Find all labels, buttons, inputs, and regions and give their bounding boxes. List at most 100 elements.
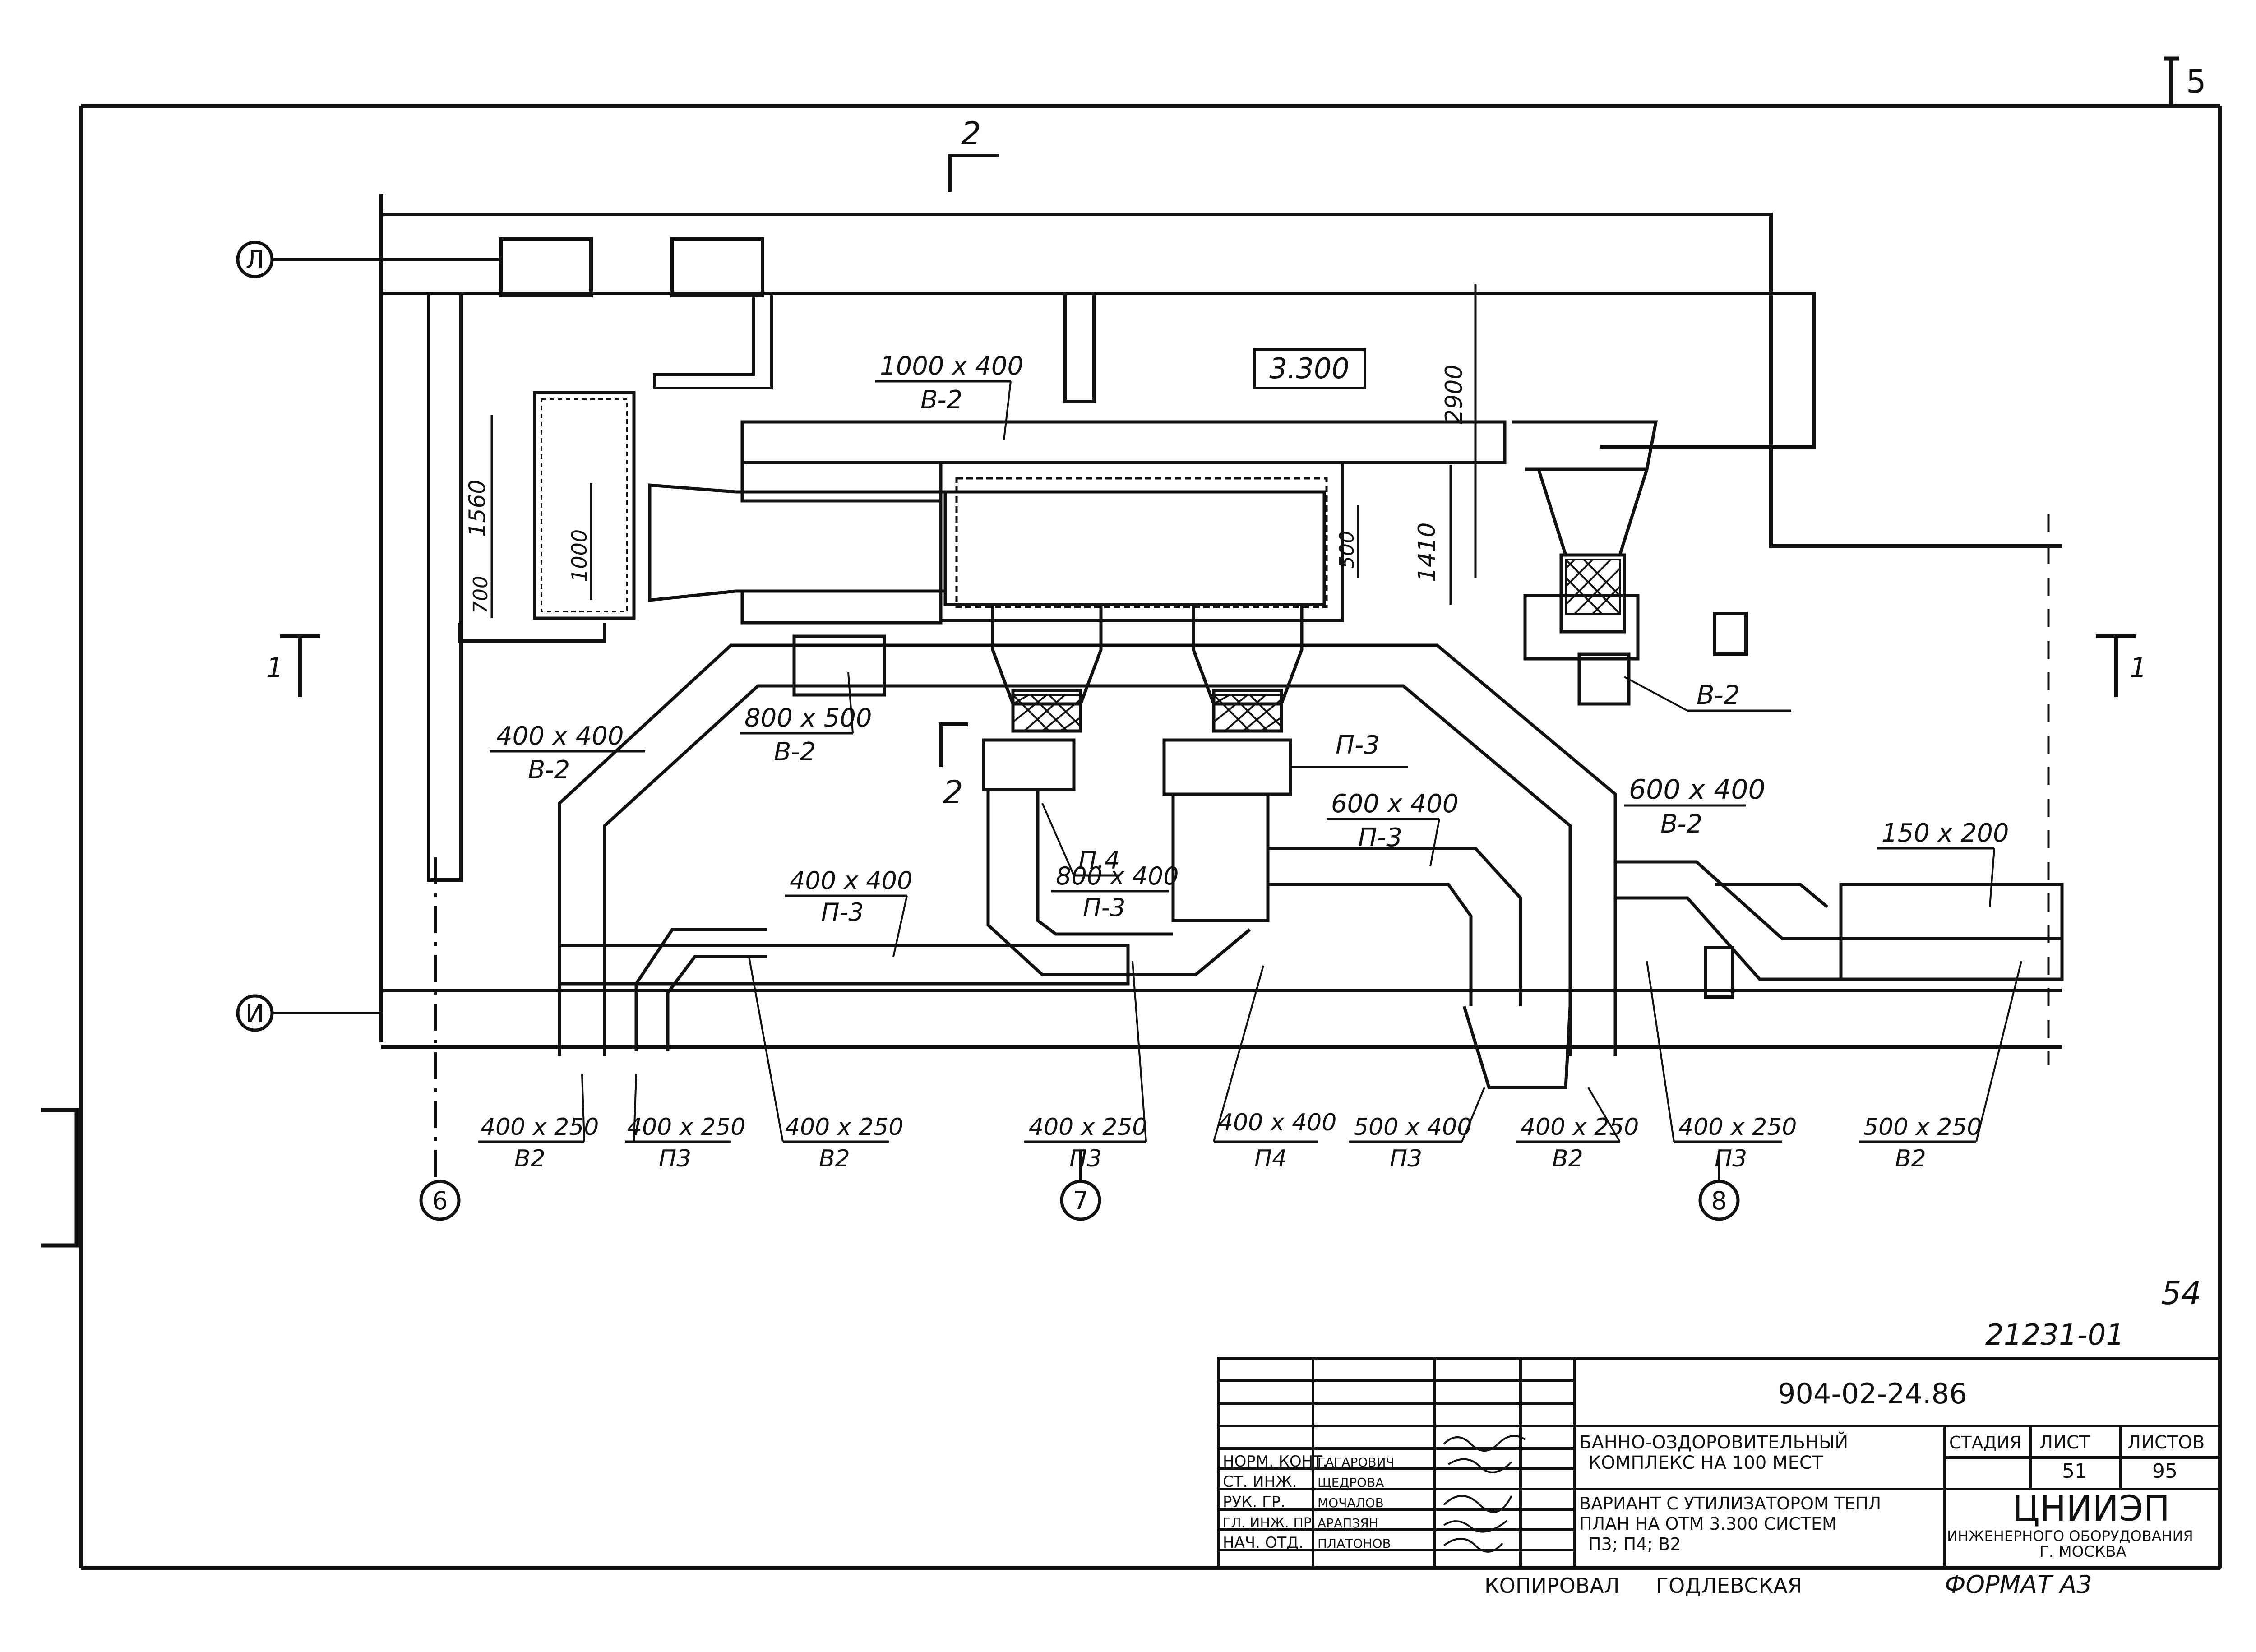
svg-text:B-2: B-2 <box>528 755 570 785</box>
dim-1000: 1000 <box>567 529 592 582</box>
section-mark-left: 1 <box>266 652 283 684</box>
role-row-2: СТ. ИНЖ. ЩЕДРОВА <box>1223 1473 1384 1491</box>
grid-axes <box>271 258 1720 1182</box>
bottom-label-4: 400 x 250 П3 <box>1024 1114 1147 1172</box>
org-city: Г. МОСКВА <box>2039 1543 2127 1561</box>
role-row-1: НОРМ. КОНТ. ГАГАРОВИЧ <box>1223 1453 1395 1471</box>
svg-text:B2: B2 <box>514 1145 546 1172</box>
svg-text:400 x 400: 400 x 400 <box>496 722 624 751</box>
svg-text:B-2: B-2 <box>774 737 816 767</box>
sheet-corner-mark: 5 <box>2186 63 2206 100</box>
svg-text:П3: П3 <box>1715 1145 1747 1172</box>
svg-text:АРАПЗЯН: АРАПЗЯН <box>1318 1516 1378 1531</box>
svg-text:РУК. ГР.: РУК. ГР. <box>1223 1493 1285 1511</box>
dimension-lines <box>490 284 1477 618</box>
axis-bubble-8: 8 <box>1698 1180 1740 1221</box>
copied-label: КОПИРОВАЛ <box>1484 1573 1619 1598</box>
axis-bubble-6: 6 <box>419 1180 461 1221</box>
svg-text:600 x 400: 600 x 400 <box>1629 774 1766 805</box>
ductwork <box>533 391 2064 1089</box>
svg-text:ГАГАРОВИЧ: ГАГАРОВИЧ <box>1318 1455 1395 1470</box>
svg-text:400 x 250: 400 x 250 <box>1029 1114 1147 1141</box>
svg-text:400 x 250: 400 x 250 <box>1521 1114 1639 1141</box>
svg-text:7: 7 <box>1073 1186 1089 1215</box>
format-label: ФОРМАТ А3 <box>1945 1570 2092 1599</box>
svg-text:СТ. ИНЖ.: СТ. ИНЖ. <box>1223 1473 1297 1491</box>
sheet-line-1: ВАРИАНТ С УТИЛИЗАТОРОМ ТЕПЛ <box>1579 1494 1881 1513</box>
role-row-4: ГЛ. ИНЖ. ПР. АРАПЗЯН <box>1223 1515 1378 1531</box>
signatures <box>1443 1435 1526 1553</box>
duct-label-1: 1000 x 400 B-2 <box>875 352 1023 440</box>
org-sub: ИНЖЕНЕРНОГО ОБОРУДОВАНИЯ <box>1947 1527 2193 1545</box>
svg-text:П-3: П-3 <box>1083 893 1125 922</box>
bottom-label-6: 500 x 400 П3 <box>1349 1114 1472 1172</box>
svg-text:НОРМ. КОНТ.: НОРМ. КОНТ. <box>1223 1453 1327 1471</box>
svg-text:400 x 250: 400 x 250 <box>785 1114 903 1141</box>
svg-text:B2: B2 <box>1552 1145 1583 1172</box>
section-mark-top: 2 <box>961 115 981 152</box>
level-mark: 3.300 <box>1269 352 1350 385</box>
callout-b2: B-2 <box>1624 676 1791 712</box>
archive-number: 21231-01 <box>1985 1319 2124 1352</box>
svg-text:П4: П4 <box>1254 1145 1287 1172</box>
sheet-value: 51 <box>2062 1460 2087 1483</box>
svg-text:400 x 400: 400 x 400 <box>1218 1109 1336 1136</box>
dim-500: 500 <box>1336 531 1359 569</box>
bottom-leaders <box>581 956 2022 1143</box>
level-mark-box <box>1253 348 1366 389</box>
bottom-label-3: 400 x 250 B2 <box>783 1114 903 1172</box>
svg-text:МОЧАЛОВ: МОЧАЛОВ <box>1318 1495 1384 1510</box>
org-name: ЦНИИЭП <box>2012 1489 2170 1529</box>
bottom-label-7: 400 x 250 B2 <box>1516 1114 1639 1172</box>
bottom-label-8: 400 x 250 П3 <box>1674 1114 1797 1172</box>
svg-text:500 x 250: 500 x 250 <box>1863 1114 1982 1141</box>
title-block <box>1217 1357 2221 1569</box>
section-mark-right: 1 <box>2130 652 2147 684</box>
title-line-1: БАННО-ОЗДОРОВИТЕЛЬНЫЙ <box>1579 1431 1848 1453</box>
svg-text:П.4: П.4 <box>1078 846 1120 875</box>
svg-text:П3: П3 <box>659 1145 691 1172</box>
building-walls <box>379 194 2062 1065</box>
svg-text:П-3: П-3 <box>1358 823 1402 852</box>
svg-text:6: 6 <box>432 1186 448 1215</box>
axis-bubble-7: 7 <box>1060 1180 1101 1221</box>
svg-text:B2: B2 <box>1895 1145 1926 1172</box>
bottom-label-9: 500 x 250 B2 <box>1859 1114 1982 1172</box>
filter-sections <box>1012 559 1621 732</box>
page-number: 54 <box>2161 1275 2201 1312</box>
svg-text:П3: П3 <box>1069 1145 1102 1172</box>
dim-2900: 2900 <box>1441 365 1468 424</box>
role-row-5: НАЧ. ОТД. ПЛАТОНОВ <box>1223 1534 1391 1552</box>
svg-text:B-2: B-2 <box>1697 680 1740 710</box>
duct-label-8: 150 x 200 <box>1877 819 2009 907</box>
duct-label-2: 400 x 400 B-2 <box>490 722 645 785</box>
svg-text:B-2: B-2 <box>1660 810 1702 839</box>
bottom-label-2: 400 x 250 П3 <box>625 1114 745 1172</box>
sheet-line-2: ПЛАН НА ОТМ 3.300 СИСТЕМ <box>1579 1514 1837 1534</box>
svg-text:П3: П3 <box>1390 1145 1422 1172</box>
svg-text:Л: Л <box>245 245 264 274</box>
duct-label-5: 600 x 400 П-3 <box>1327 789 1459 867</box>
svg-text:400 x 250: 400 x 250 <box>1678 1114 1797 1141</box>
section-mark-mid: 2 <box>943 774 963 811</box>
svg-text:1000 x 400: 1000 x 400 <box>880 352 1023 381</box>
svg-text:И: И <box>245 999 264 1028</box>
duct-label-6: 400 x 400 П-3 <box>785 866 912 957</box>
duct-label-4: 600 x 400 B-2 <box>1624 774 1766 839</box>
doc-code: 904-02-24.86 <box>1778 1377 1967 1410</box>
svg-text:НАЧ. ОТД.: НАЧ. ОТД. <box>1223 1534 1304 1552</box>
svg-text:400 x 400: 400 x 400 <box>790 866 912 895</box>
sheets-header: ЛИСТОВ <box>2127 1432 2205 1453</box>
title-line-2: КОМПЛЕКС НА 100 МЕСТ <box>1588 1453 1823 1473</box>
svg-text:B2: B2 <box>819 1145 850 1172</box>
svg-text:600 x 400: 600 x 400 <box>1331 789 1459 819</box>
bottom-label-1: 400 x 250 B2 <box>478 1114 599 1172</box>
callout-p3: П-3 <box>1290 731 1408 768</box>
section-marks <box>280 154 2136 767</box>
axis-bubble-l: Л <box>236 241 274 278</box>
svg-text:П-3: П-3 <box>1336 731 1380 760</box>
svg-text:150 x 200: 150 x 200 <box>1882 819 2009 848</box>
duct-label-3: 800 x 500 B-2 <box>740 672 872 767</box>
copier-name: ГОДЛЕВСКАЯ <box>1656 1573 1802 1598</box>
